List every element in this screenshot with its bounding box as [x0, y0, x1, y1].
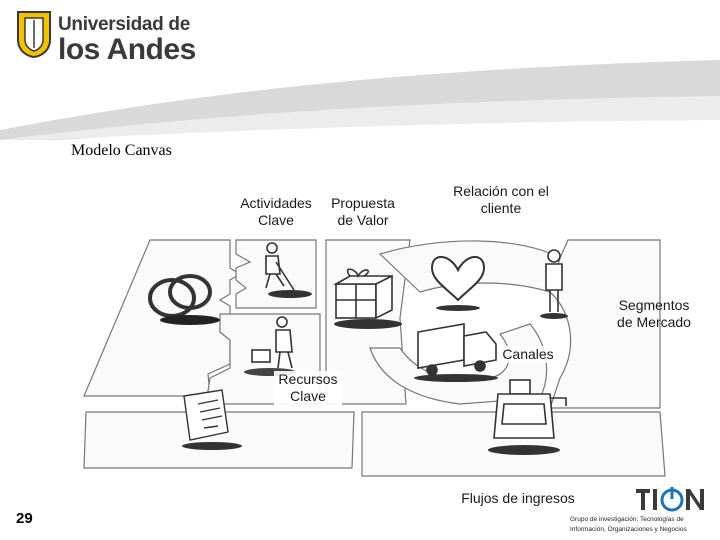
logo-text-line1: Universidad de	[58, 14, 191, 35]
university-logo: Universidad de los Andes	[14, 10, 196, 66]
worker-activities-icon	[265, 242, 295, 291]
page-number: 29	[16, 510, 33, 527]
label-canales: Canales	[500, 346, 556, 363]
heart-icon	[430, 256, 486, 302]
logo-text-line2: los Andes	[58, 33, 196, 66]
label-propuesta-de-valor: Propuesta de Valor	[331, 195, 395, 228]
label-flujos-de-ingresos: Flujos de ingresos	[461, 490, 575, 506]
revenue-block	[361, 411, 666, 477]
cash-register-icon	[493, 379, 567, 439]
customer-person-icon	[545, 249, 563, 312]
business-model-canvas-illustration	[83, 239, 666, 477]
cost-block	[83, 411, 355, 469]
tion-logo	[636, 487, 704, 512]
header-swoosh	[0, 60, 720, 140]
delivery-truck-icon	[417, 323, 497, 376]
research-group-caption: Grupo de investigación: Tecnologías de I…	[570, 516, 687, 533]
slide-title: Modelo Canvas	[71, 142, 172, 159]
label-segmentos-de-mercado: Segmentos de Mercado	[617, 297, 691, 330]
segments-block	[549, 239, 661, 409]
label-actividades-clave: Actividades Clave	[240, 195, 312, 228]
documents-icon	[183, 389, 229, 441]
gift-box-icon	[332, 268, 393, 320]
worker-resources-icon	[251, 316, 293, 369]
label-relacion-con-el-cliente: Relación con el cliente	[453, 183, 549, 216]
university-crest-icon	[17, 11, 51, 58]
label-recursos-clave: Recursos Clave	[274, 371, 342, 405]
